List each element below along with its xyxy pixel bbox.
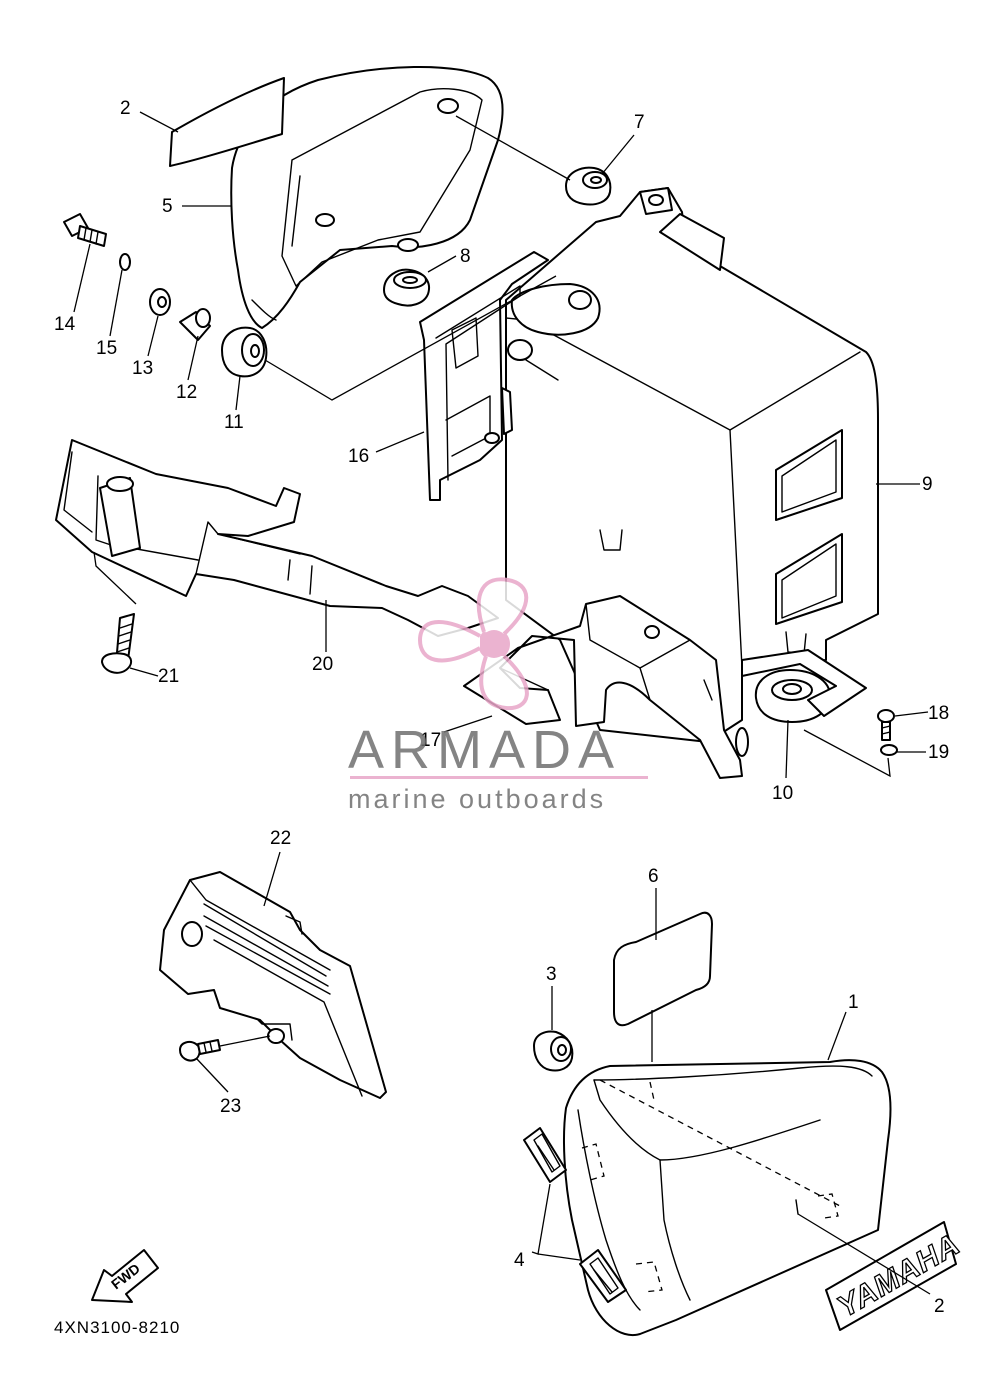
callouts: 2 5 7 8 14 15 13 12 11 16 9 21 20 17 18 … — [54, 98, 949, 1317]
part-7-grommet[interactable] — [565, 166, 612, 206]
callout-4: 4 — [514, 1250, 525, 1271]
part-16-bracket[interactable] — [419, 251, 549, 501]
part-23-screw[interactable] — [179, 1039, 221, 1062]
watermark-tagline: marine outboards — [348, 784, 606, 814]
part-8-grommet[interactable] — [383, 268, 430, 307]
part-15-washer[interactable] — [119, 253, 131, 271]
part-6-label[interactable] — [613, 911, 713, 1027]
part-3-grommet[interactable] — [533, 1030, 574, 1072]
part-2-decal-upper[interactable] — [169, 77, 285, 167]
diagram-code: 4XN3100-8210 — [54, 1318, 180, 1337]
part-18-screw[interactable] — [877, 709, 895, 741]
callout-2-upper: 2 — [120, 98, 131, 119]
part-19-washer[interactable] — [880, 744, 898, 756]
callout-21: 21 — [158, 666, 179, 687]
part-10-grommet[interactable] — [754, 669, 831, 723]
callout-5: 5 — [162, 196, 173, 217]
part-17-base-plate[interactable] — [741, 649, 867, 717]
part-20-stay[interactable] — [55, 439, 499, 637]
callout-23: 23 — [220, 1096, 241, 1117]
callout-8: 8 — [460, 246, 471, 267]
part-4-damper-lower[interactable] — [579, 1249, 627, 1303]
part-17-lower-bracket[interactable] — [463, 595, 749, 779]
callout-13: 13 — [132, 358, 153, 379]
callout-15: 15 — [96, 338, 117, 359]
propeller-icon — [417, 577, 529, 711]
part-11-grommet[interactable] — [221, 326, 268, 378]
part-13-washer[interactable] — [149, 288, 171, 316]
part-1-side-cover[interactable] — [563, 1059, 892, 1337]
callout-7: 7 — [634, 112, 645, 133]
callout-10: 10 — [772, 783, 793, 804]
callout-22: 22 — [270, 828, 291, 849]
part-5-upper-cover[interactable] — [230, 66, 504, 329]
callout-2-lower: 2 — [934, 1296, 945, 1317]
callout-3: 3 — [546, 964, 557, 985]
part-14-bolt[interactable] — [63, 213, 107, 247]
callout-14: 14 — [54, 314, 76, 335]
part-4-damper-upper[interactable] — [523, 1127, 567, 1183]
callout-17: 17 — [420, 730, 441, 751]
watermark-brand: ARMADA — [348, 720, 621, 780]
callout-18: 18 — [928, 703, 949, 724]
callout-20: 20 — [312, 654, 333, 675]
leader-lines — [73, 111, 931, 1295]
fwd-arrow-icon: FWD — [91, 1249, 159, 1303]
watermark: ARMADA marine outboards — [348, 577, 648, 814]
part-12-collar[interactable] — [179, 308, 211, 341]
callout-16: 16 — [348, 446, 369, 467]
watermark-divider — [350, 776, 648, 779]
callout-1: 1 — [848, 992, 859, 1013]
callout-12: 12 — [176, 382, 197, 403]
callout-9: 9 — [922, 474, 933, 495]
part-22-lower-cover[interactable] — [159, 871, 387, 1099]
callout-6: 6 — [648, 866, 659, 887]
part-21-bolt[interactable] — [101, 613, 135, 674]
callout-19: 19 — [928, 742, 949, 763]
callout-11: 11 — [224, 412, 244, 433]
